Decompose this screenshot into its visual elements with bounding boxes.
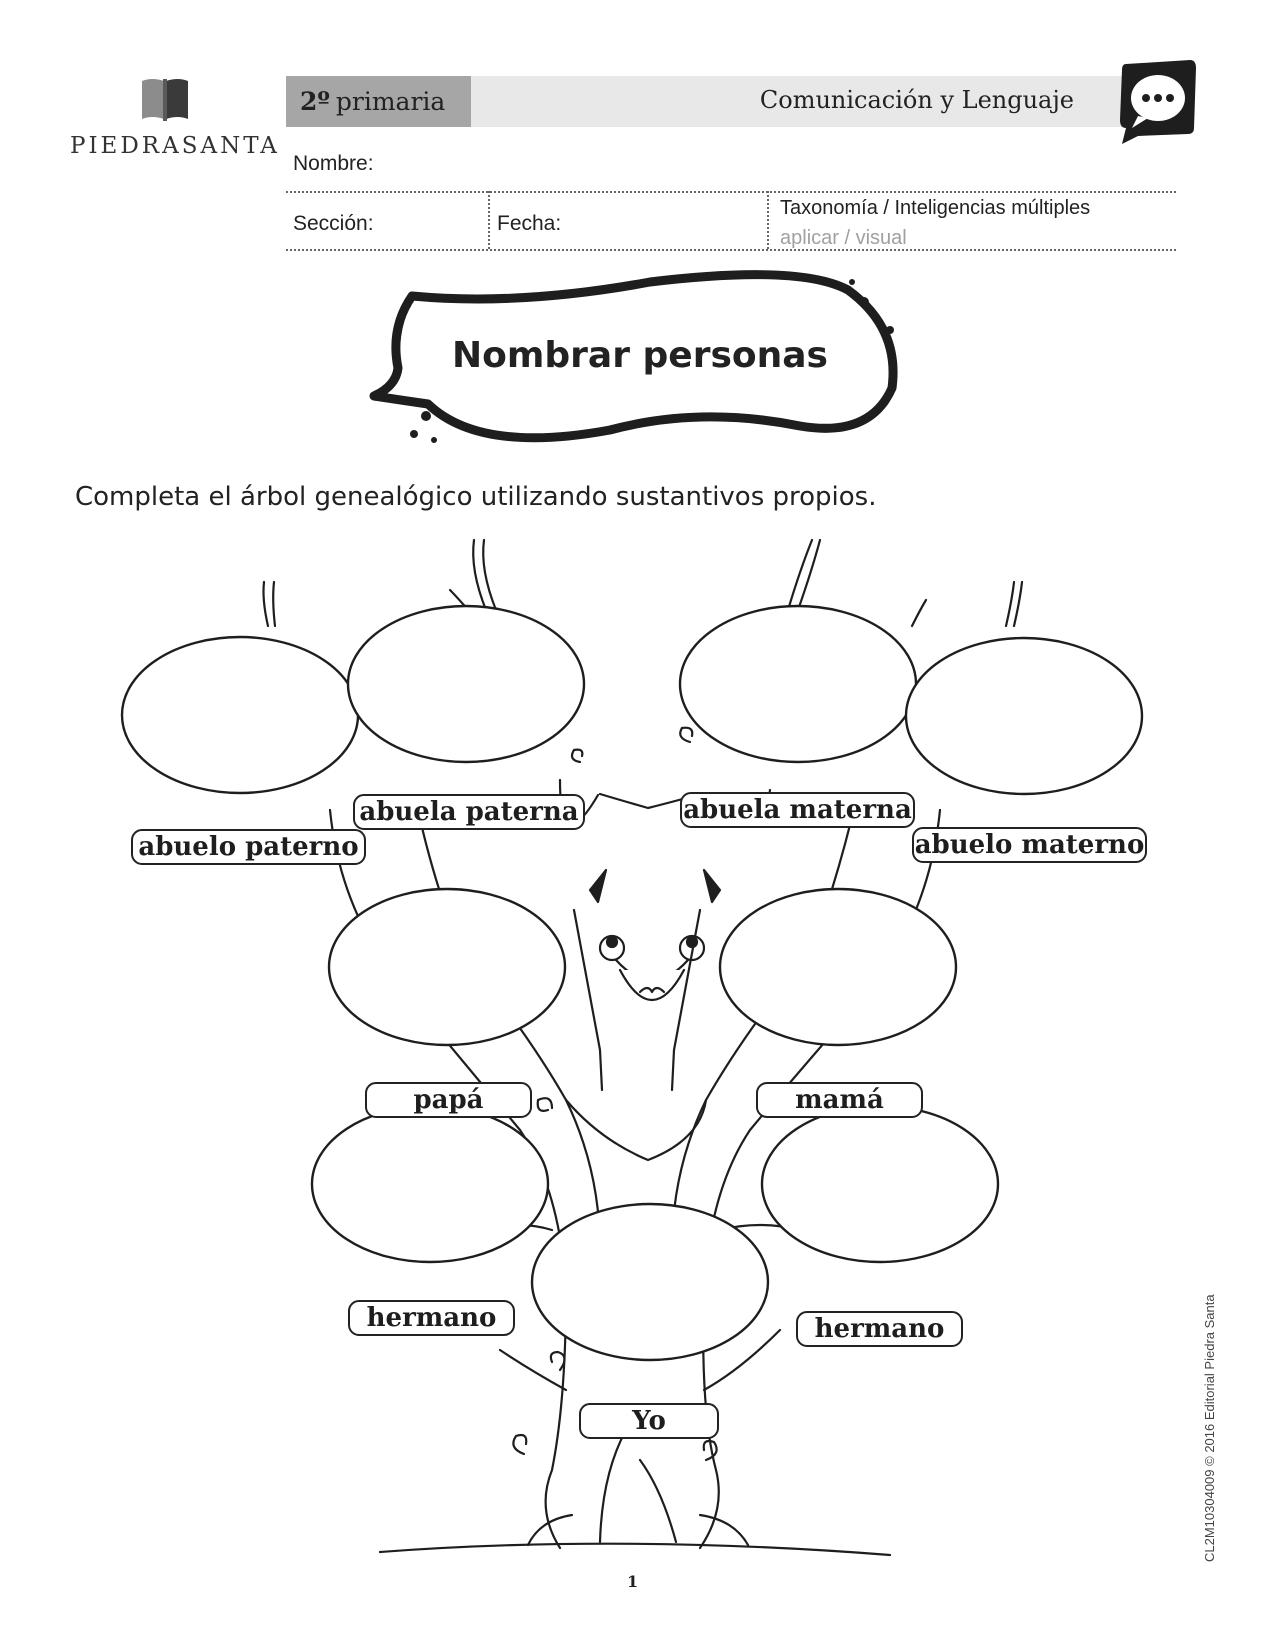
subject-title: Comunicación y Lenguaje xyxy=(760,86,1074,114)
label-papa: papá xyxy=(365,1082,532,1118)
page-title: Nombrar personas xyxy=(360,335,920,376)
taxonomy-label: Taxonomía / Inteligencias múltiples xyxy=(780,197,1090,220)
taxonomy-value: aplicar / visual xyxy=(780,227,907,250)
label-hermano-right: hermano xyxy=(796,1311,963,1347)
oval-abuelo-materno[interactable] xyxy=(906,638,1142,794)
label-abuelo-materno: abuelo materno xyxy=(912,827,1147,863)
oval-hermano-right[interactable] xyxy=(762,1106,998,1262)
name-label: Nombre: xyxy=(293,152,374,176)
label-abuela-materna: abuela materna xyxy=(680,792,915,828)
form-divider-top xyxy=(286,191,1176,193)
form-divider-1 xyxy=(488,191,490,249)
header-bar: 2º primaria Comunicación y Lenguaje xyxy=(286,76,1186,127)
oval-hermano-left[interactable] xyxy=(312,1106,548,1262)
ground-line xyxy=(380,1544,890,1555)
grade-number: 2º xyxy=(300,87,330,116)
oval-abuela-paterna[interactable] xyxy=(348,606,584,762)
label-abuelo-paterno: abuelo paterno xyxy=(131,829,366,865)
oval-abuelo-paterno[interactable] xyxy=(122,637,358,793)
label-yo: Yo xyxy=(579,1403,719,1439)
label-abuela-paterna: abuela paterna xyxy=(353,794,585,830)
oval-papa[interactable] xyxy=(329,889,565,1045)
copyright-credit: CL2M10304009 © 2016 Editorial Piedra San… xyxy=(1202,1294,1217,1562)
oval-yo[interactable] xyxy=(532,1204,768,1360)
date-label: Fecha: xyxy=(497,212,561,236)
label-hermano-left: hermano xyxy=(348,1300,515,1336)
grade-text: primaria xyxy=(336,87,445,116)
speech-bubble-icon xyxy=(1118,58,1198,146)
oval-mama[interactable] xyxy=(720,889,956,1045)
form-divider-2 xyxy=(767,191,769,249)
grade-box: 2º primaria xyxy=(286,76,471,127)
form-divider-bottom xyxy=(286,249,1176,251)
logo-text: PIEDRASANTA xyxy=(70,133,280,159)
instructions: Completa el árbol genealógico utilizando… xyxy=(75,482,877,512)
family-tree: abuelo paterno abuela paterna abuela mat… xyxy=(0,530,1275,1570)
label-mama: mamá xyxy=(756,1082,923,1118)
page-number: 1 xyxy=(627,1572,638,1591)
oval-abuela-materna[interactable] xyxy=(680,606,916,762)
section-label: Sección: xyxy=(293,212,374,236)
book-logo-icon xyxy=(138,75,192,123)
publisher-logo: PIEDRASANTA xyxy=(70,75,270,165)
